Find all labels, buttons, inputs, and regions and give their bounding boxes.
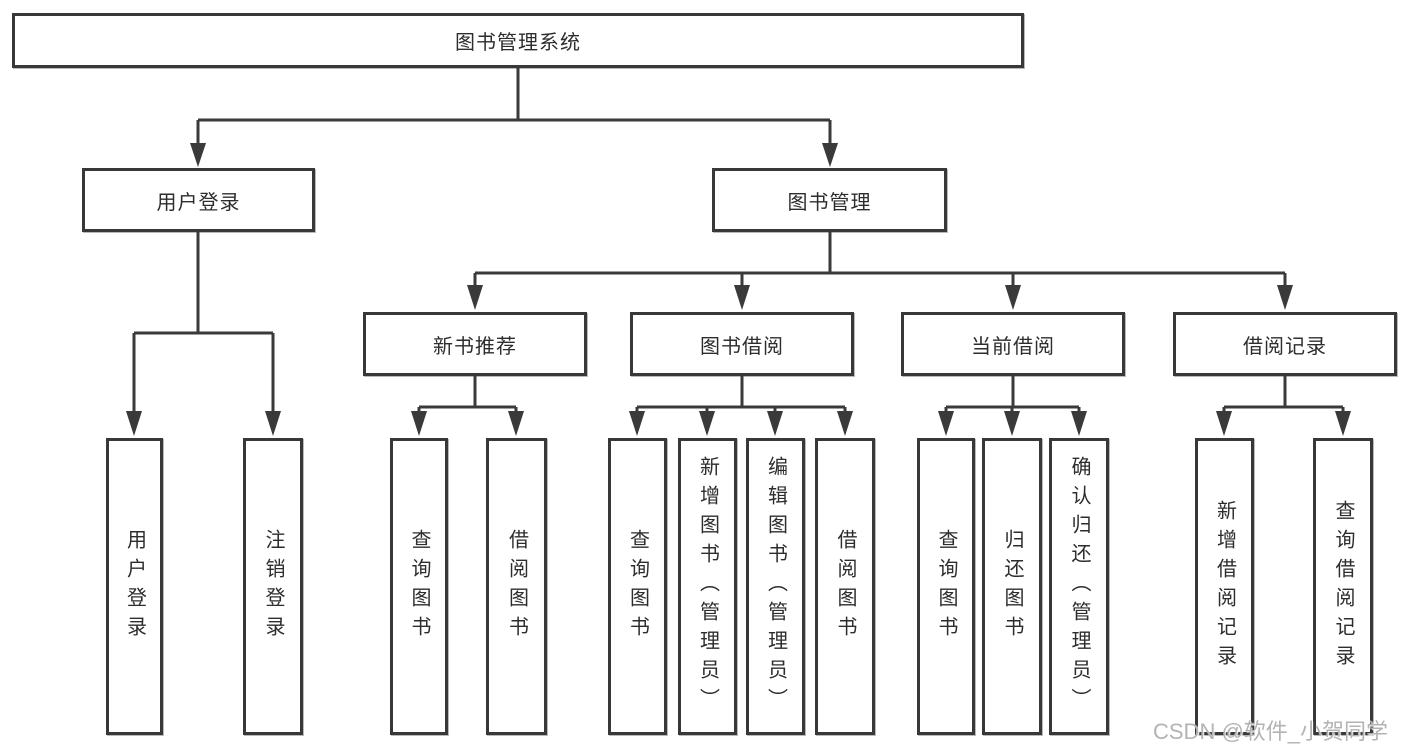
node-label: 用户登录 xyxy=(156,191,241,214)
connector-edges xyxy=(132,68,1345,413)
leaf-return-books: 归还图书 xyxy=(982,438,1042,735)
arrow-down-icon xyxy=(1005,285,1021,310)
leaf-label: 新增借阅记录 xyxy=(1213,499,1236,674)
leaf-edit-books-admin: 编辑图书（管理员） xyxy=(746,438,805,735)
arrow-down-icon xyxy=(1071,411,1087,436)
node-label: 新书推荐 xyxy=(433,335,517,358)
csdn-watermark: CSDN @软件_小贺同学 xyxy=(1153,719,1389,744)
node-label: 借阅记录 xyxy=(1243,335,1327,358)
leaf-label: 用户登录 xyxy=(123,528,146,645)
edge-borrow-record-children xyxy=(1222,376,1345,413)
leaf-query-books: 查询图书 xyxy=(917,438,975,735)
arrow-down-icon xyxy=(190,143,206,167)
arrow-down-icon xyxy=(467,285,483,310)
arrow-down-icon xyxy=(1216,411,1232,436)
leaf-borrow-books: 借阅图书 xyxy=(815,438,875,735)
arrow-down-icon xyxy=(1277,285,1293,310)
node-label: 图书借阅 xyxy=(700,335,784,358)
arrow-down-icon xyxy=(699,411,715,436)
leaf-add-books-admin: 新增图书（管理员） xyxy=(678,438,737,735)
edge-book-borrow-children xyxy=(635,376,847,413)
leaf-query-books: 查询图书 xyxy=(608,438,667,735)
leaf-confirm-return-admin: 确认归还（管理员） xyxy=(1049,438,1109,735)
node-current-borrowing: 当前借阅 xyxy=(901,312,1125,376)
leaf-label: 查询图书 xyxy=(408,528,430,645)
leaf-label: 查询图书 xyxy=(626,528,649,645)
arrow-down-icon xyxy=(411,411,427,436)
leaf-label: 查询图书 xyxy=(935,528,957,645)
leaf-label: 查询借阅记录 xyxy=(1332,499,1354,674)
arrow-down-icon xyxy=(938,411,954,436)
arrow-down-icon xyxy=(1335,411,1351,436)
arrowheads xyxy=(126,143,1351,436)
arrow-down-icon xyxy=(126,411,142,436)
leaf-label: 编辑图书（管理员） xyxy=(764,456,787,717)
edge-new-book-children xyxy=(417,376,518,413)
leaf-label: 注销登录 xyxy=(262,528,284,645)
arrow-down-icon xyxy=(837,411,853,436)
leaf-query-books: 查询图书 xyxy=(390,438,448,735)
leaf-label: 归还图书 xyxy=(1001,528,1023,645)
arrow-down-icon xyxy=(1004,411,1020,436)
edge-user-login-children xyxy=(132,232,275,413)
leaf-logout: 注销登录 xyxy=(243,438,303,735)
arrow-down-icon xyxy=(822,143,838,167)
arrow-down-icon xyxy=(734,285,750,310)
node-book-management: 图书管理 xyxy=(712,168,947,232)
node-user-login: 用户登录 xyxy=(82,168,315,232)
edge-current-borrow-children xyxy=(944,376,1081,413)
leaf-user-login: 用户登录 xyxy=(106,438,163,735)
node-book-borrowing: 图书借阅 xyxy=(630,312,854,376)
edge-book-mgmt-children xyxy=(473,232,1287,287)
edge-root-to-level2 xyxy=(196,68,832,145)
arrow-down-icon xyxy=(629,411,645,436)
node-label: 图书管理 xyxy=(787,191,872,214)
arrow-down-icon xyxy=(767,411,783,436)
node-label: 当前借阅 xyxy=(971,335,1055,358)
leaf-label: 借阅图书 xyxy=(505,528,528,645)
leaf-borrow-books: 借阅图书 xyxy=(486,438,547,735)
arrow-down-icon xyxy=(265,411,281,436)
leaf-query-borrow-record: 查询借阅记录 xyxy=(1313,438,1373,735)
leaf-add-borrow-record: 新增借阅记录 xyxy=(1195,438,1254,735)
leaf-label: 借阅图书 xyxy=(834,528,856,645)
node-label: 图书管理系统 xyxy=(455,32,581,54)
arrow-down-icon xyxy=(508,411,524,436)
node-borrowing-records: 借阅记录 xyxy=(1173,312,1397,376)
node-library-system: 图书管理系统 xyxy=(12,13,1024,68)
leaf-label: 新增图书（管理员） xyxy=(696,456,719,717)
leaf-label: 确认归还（管理员） xyxy=(1068,456,1090,717)
node-new-book-recommend: 新书推荐 xyxy=(363,312,587,376)
